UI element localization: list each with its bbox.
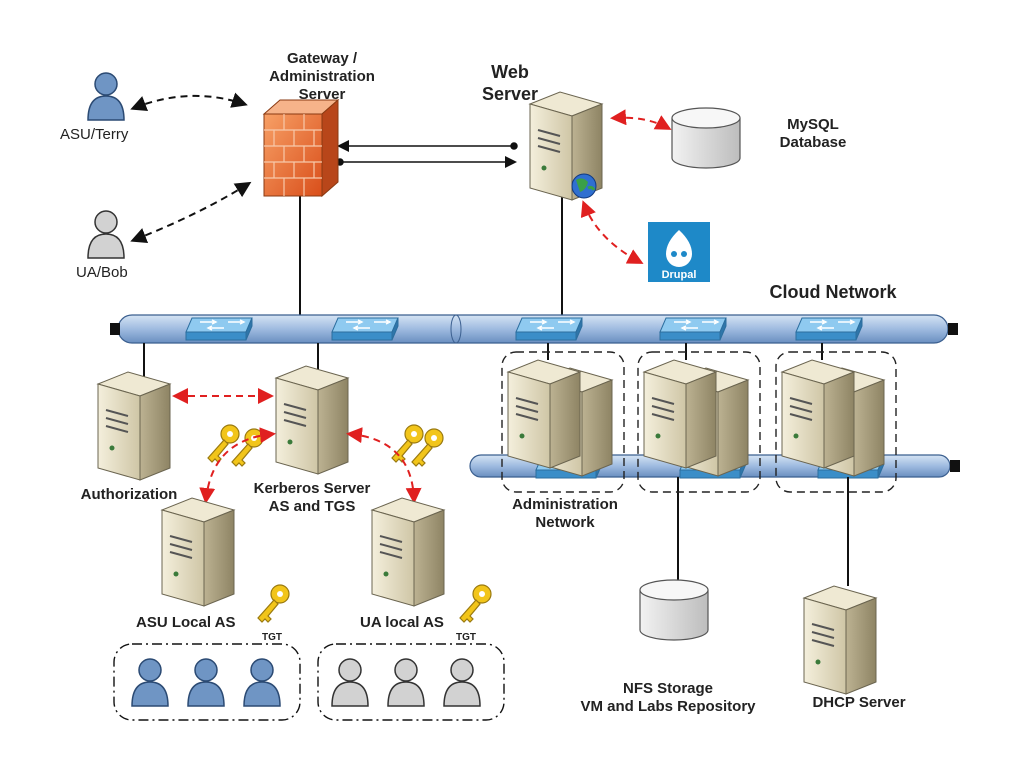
database-icon — [671, 107, 741, 169]
authorization-label: Authorization — [80, 486, 178, 503]
tgt-label-ua: TGT — [456, 632, 476, 643]
server-icon — [643, 359, 717, 469]
gateway-label: Gateway / Administration Server — [269, 50, 375, 103]
cluster-admin — [501, 351, 625, 493]
svg-text:Drupal: Drupal — [662, 269, 697, 281]
ua-bob-label: UA/Bob — [76, 264, 128, 281]
asu-terry-label: ASU/Terry — [60, 126, 129, 143]
authorization-server-icon — [97, 371, 171, 481]
user-icon — [243, 658, 281, 707]
cloud-network-label: Cloud Network — [769, 282, 897, 302]
web-server-label: Web Server — [481, 62, 539, 104]
link-kerberos-ua — [346, 427, 422, 504]
tgt-label-asu: TGT — [262, 632, 282, 643]
user-icon — [443, 658, 481, 707]
user-icon — [131, 658, 169, 707]
link-web-drupal — [580, 200, 644, 264]
admin-network-label: Administration Network — [512, 496, 618, 531]
mysql-label: MySQL Database — [779, 116, 847, 151]
ua-local-as-label: UA local AS — [360, 614, 444, 631]
server-icon — [781, 359, 855, 469]
kerberos-server-icon — [275, 365, 349, 475]
asu-local-as-label: ASU Local AS — [136, 614, 236, 631]
firewall-icon — [262, 98, 340, 198]
switch-icon — [515, 317, 583, 341]
server-icon — [507, 359, 581, 469]
switch-icon — [185, 317, 253, 341]
user-icon — [187, 658, 225, 707]
asu-user-group — [113, 643, 301, 721]
database-icon — [639, 579, 709, 641]
switch-icon — [795, 317, 863, 341]
link-web-mysql — [610, 109, 672, 130]
ua-user-group — [317, 643, 505, 721]
dhcp-server-label: DHCP Server — [812, 694, 906, 711]
link-kerberos-asu — [199, 427, 276, 504]
kerberos-label: Kerberos Server AS and TGS — [253, 480, 371, 515]
link-terry-gateway — [130, 92, 248, 112]
switch-icon — [659, 317, 727, 341]
switch-icon — [331, 317, 399, 341]
drupal-logo: Drupal — [648, 222, 710, 282]
user-icon — [87, 210, 125, 259]
link-bob-gateway — [130, 181, 252, 244]
asu-local-as-server-icon — [161, 497, 235, 607]
cluster-middle — [637, 351, 761, 493]
user-icon — [87, 72, 125, 121]
globe-icon — [571, 173, 597, 199]
nfs-storage-label: NFS Storage VM and Labs Repository — [580, 680, 756, 715]
cluster-right — [775, 351, 897, 493]
user-icon — [331, 658, 369, 707]
dhcp-server-icon — [803, 585, 877, 695]
user-icon — [387, 658, 425, 707]
